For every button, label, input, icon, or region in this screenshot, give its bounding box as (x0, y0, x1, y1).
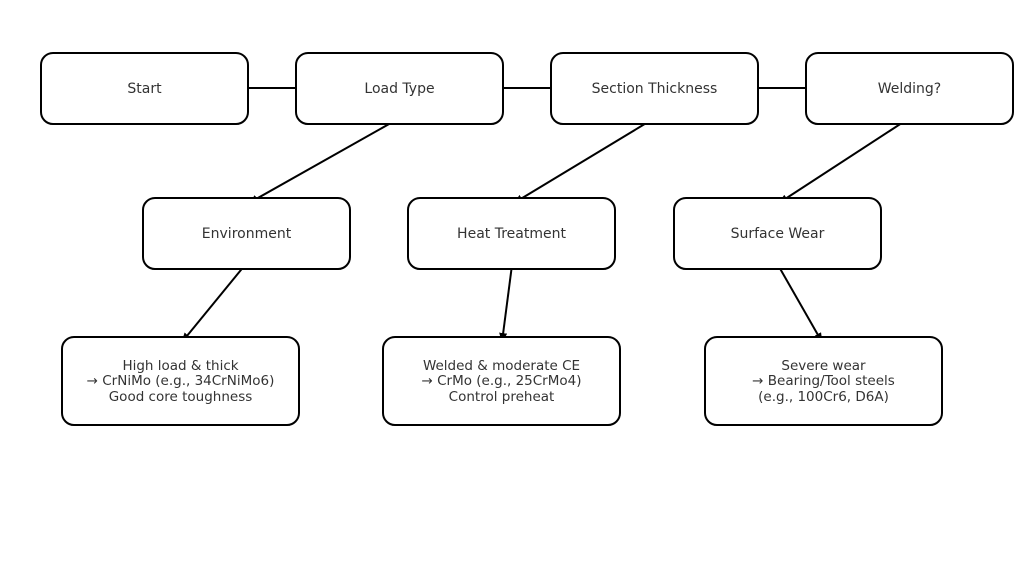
node-environment-label: Environment (202, 226, 292, 242)
arrow-environment-to-outcome-crnimo (181, 264, 246, 343)
outcome-crnimo-line-3: Good core toughness (109, 389, 253, 405)
node-section-thickness-label: Section Thickness (592, 81, 718, 97)
node-outcome-bearing: Severe wear → Bearing/Tool steels (e.g.,… (704, 336, 943, 426)
outcome-crnimo-line-2: → CrNiMo (e.g., 34CrNiMo6) (87, 373, 275, 389)
node-start-label: Start (127, 81, 162, 97)
node-load-type: Load Type (295, 52, 504, 125)
outcome-crmo-line-3: Control preheat (449, 389, 555, 405)
node-load-type-label: Load Type (364, 81, 434, 97)
node-heat-treatment-label: Heat Treatment (457, 226, 566, 242)
outcome-bearing-line-1: Severe wear (781, 358, 866, 374)
arrow-welding-to-surface-wear (778, 118, 909, 204)
arrow-heat-treatment-to-outcome-crmo (499, 264, 513, 343)
node-start: Start (40, 52, 249, 125)
outcome-crnimo-line-1: High load & thick (122, 358, 238, 374)
arrow-load-type-to-environment (248, 118, 399, 204)
node-environment: Environment (142, 197, 351, 270)
node-welding-label: Welding? (878, 81, 942, 97)
node-outcome-crnimo: High load & thick → CrNiMo (e.g., 34CrNi… (61, 336, 300, 426)
outcome-crmo-line-1: Welded & moderate CE (423, 358, 580, 374)
outcome-bearing-line-2: → Bearing/Tool steels (752, 373, 895, 389)
outcome-bearing-line-3: (e.g., 100Cr6, D6A) (758, 389, 889, 405)
node-welding: Welding? (805, 52, 1014, 125)
arrow-surface-wear-to-outcome-bearing (777, 264, 823, 343)
node-surface-wear: Surface Wear (673, 197, 882, 270)
outcome-crmo-line-2: → CrMo (e.g., 25CrMo4) (421, 373, 581, 389)
arrow-section-thickness-to-heat-treatment (513, 118, 654, 204)
edges (181, 84, 909, 343)
node-surface-wear-label: Surface Wear (731, 226, 825, 242)
node-section-thickness: Section Thickness (550, 52, 759, 125)
node-heat-treatment: Heat Treatment (407, 197, 616, 270)
node-outcome-crmo: Welded & moderate CE → CrMo (e.g., 25CrM… (382, 336, 621, 426)
